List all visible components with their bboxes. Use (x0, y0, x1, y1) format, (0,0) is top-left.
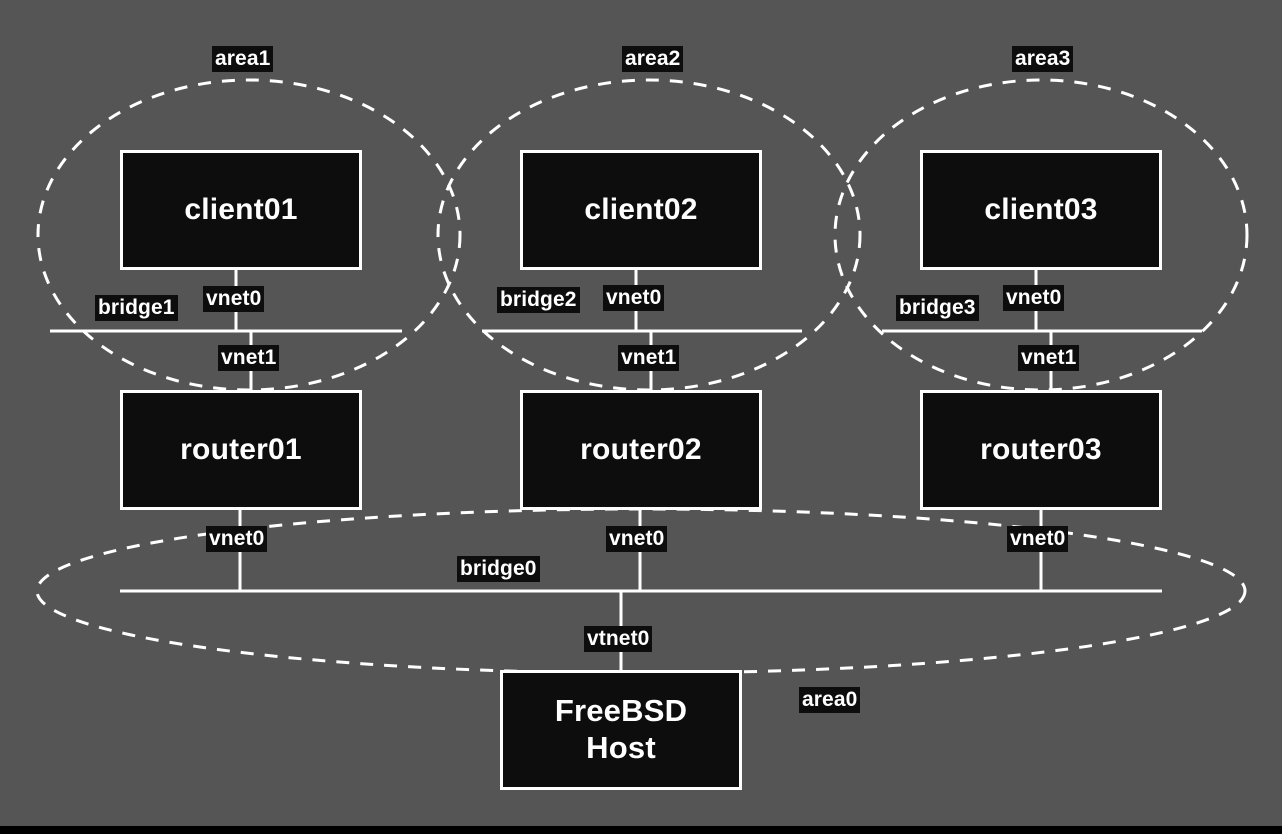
interface-label-host-vtnet0: vtnet0 (584, 626, 653, 652)
node-label-client03: client03 (984, 193, 1098, 227)
node-box-client02: client02 (520, 150, 762, 270)
area-label-area1: area1 (212, 46, 274, 72)
area-ellipse-area3 (833, 78, 1249, 392)
area-label-area2: area2 (622, 46, 684, 72)
node-box-router02: router02 (520, 390, 762, 510)
area-label-area0: area0 (799, 687, 861, 713)
interface-label-client03-vnet0: vnet0 (1003, 285, 1065, 311)
interface-label-router03-vnet0: vnet0 (1007, 526, 1069, 552)
node-label-router03: router03 (980, 433, 1102, 467)
bridge-label-bridge0: bridge0 (457, 556, 540, 582)
node-box-freebsd-host: FreeBSD Host (500, 670, 742, 790)
bridge-label-bridge2: bridge2 (497, 287, 580, 313)
bridge-label-bridge1: bridge1 (95, 295, 178, 321)
node-box-router03: router03 (920, 390, 1162, 510)
node-label-client02: client02 (584, 193, 698, 227)
node-label-client01: client01 (184, 193, 298, 227)
interface-label-router02-vnet1: vnet1 (618, 345, 680, 371)
interface-label-router02-vnet0: vnet0 (606, 526, 668, 552)
area-label-area3: area3 (1012, 46, 1074, 72)
bottom-edge-strip (0, 826, 1282, 834)
node-box-client01: client01 (120, 150, 362, 270)
node-label-router02: router02 (580, 433, 702, 467)
interface-label-client01-vnet0: vnet0 (203, 286, 265, 312)
node-label-router01: router01 (180, 433, 302, 467)
interface-label-router01-vnet1: vnet1 (218, 345, 280, 371)
node-box-client03: client03 (920, 150, 1162, 270)
interface-label-client02-vnet0: vnet0 (603, 285, 665, 311)
node-label-freebsd-host: FreeBSD Host (554, 693, 688, 765)
bridge-label-bridge3: bridge3 (896, 295, 979, 321)
interface-label-router03-vnet1: vnet1 (1018, 345, 1080, 371)
interface-label-router01-vnet0: vnet0 (206, 526, 268, 552)
node-box-router01: router01 (120, 390, 362, 510)
